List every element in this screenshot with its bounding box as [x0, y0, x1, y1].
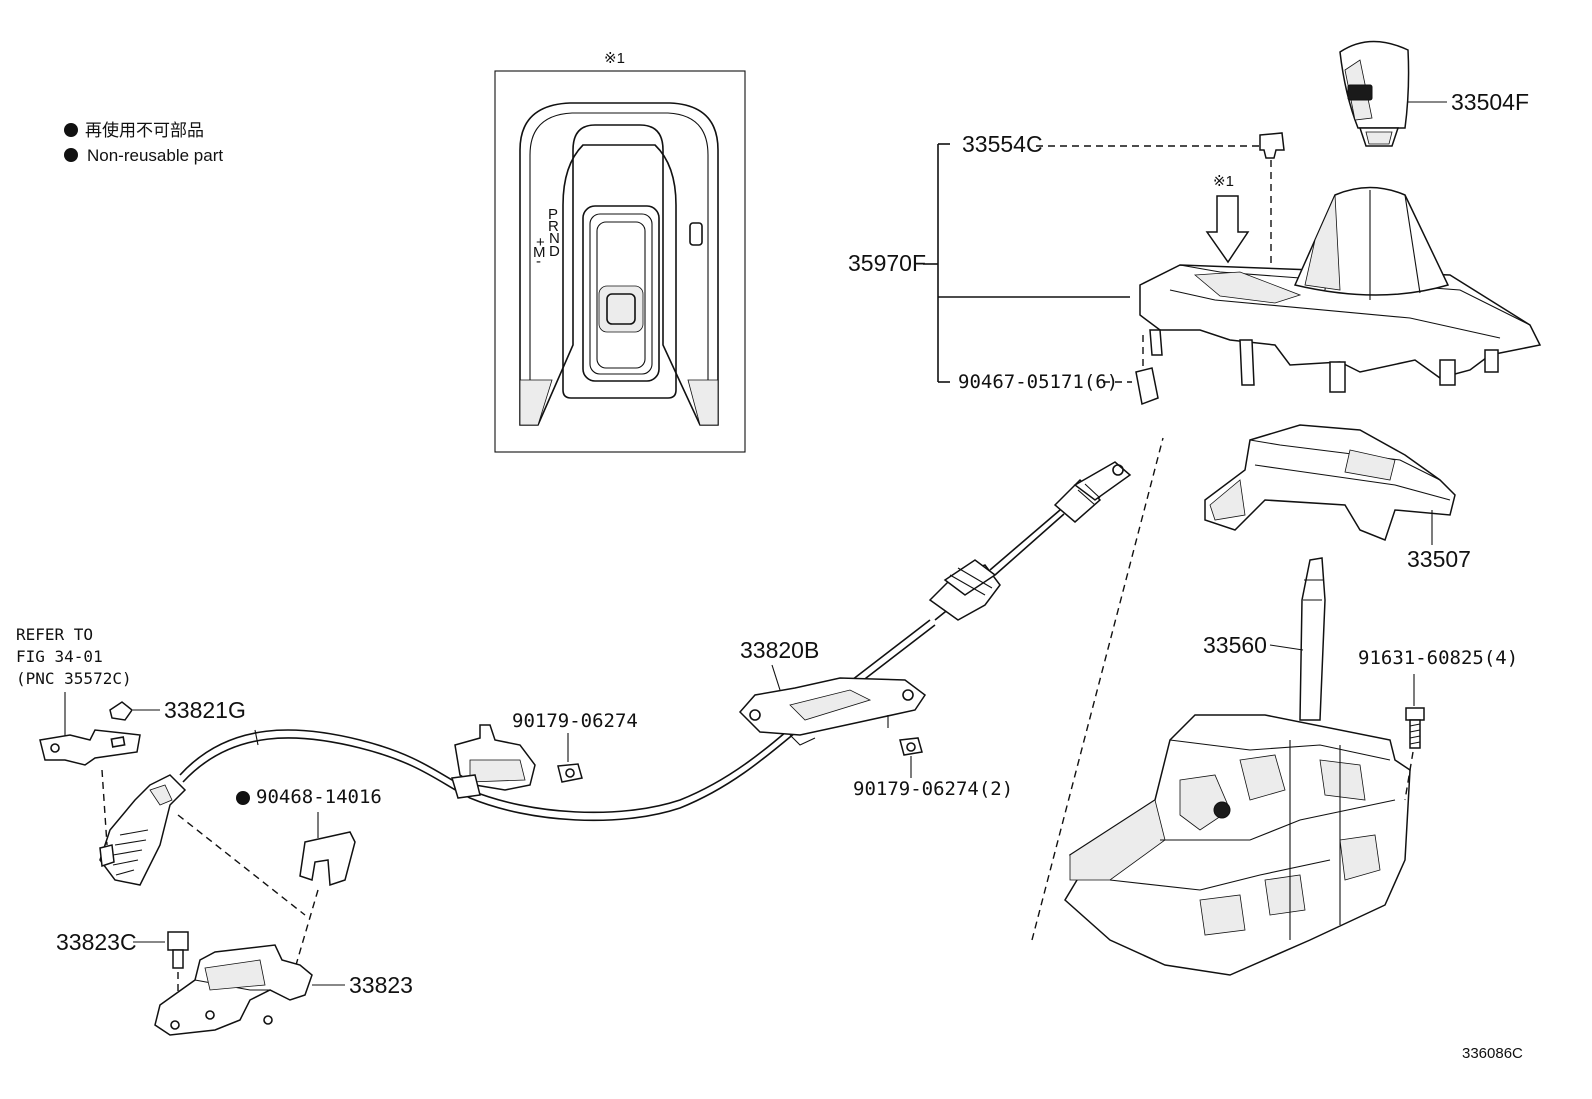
bolt-91631: 91631-60825(4): [1358, 647, 1518, 801]
shift-gate-mid: [589, 213, 653, 375]
clip-33554C: [1259, 132, 1285, 159]
legend-jp: 再使用不可部品: [85, 120, 204, 140]
manual-minus: -: [536, 253, 541, 270]
console-bezel: [519, 102, 719, 426]
non-reusable-dot-icon: [64, 123, 78, 137]
inset-marker: ※1: [604, 50, 625, 67]
label-33820B: 33820B: [740, 637, 819, 663]
console-panel-35970F: [1139, 186, 1542, 393]
nut-90179-b: 90179-06274(2): [853, 737, 1013, 800]
console-bezel-inner: [529, 112, 709, 418]
console-bezel-shade: [687, 379, 719, 426]
shift-gate-frame: [562, 144, 677, 399]
label-90179b: 90179-06274(2): [853, 778, 1013, 800]
clip-90468: 90468-14016: [177, 786, 382, 966]
label-group-35970F: 33554C 35970F 90467-05171(6): [848, 131, 1262, 393]
refer-line1: REFER TO: [16, 625, 93, 644]
cable-33820B: 33820B: [99, 461, 1132, 886]
label-91631: 91631-60825(4): [1358, 647, 1518, 669]
non-reusable-dot-icon: [236, 791, 250, 805]
label-33823C: 33823C: [56, 929, 137, 955]
shift-gate-outer: [582, 205, 660, 382]
refer-line3: (PNC 35572C): [16, 669, 132, 688]
label-35970F: 35970F: [848, 250, 926, 276]
label-90467: 90467-05171(6): [958, 371, 1118, 393]
figure-id: 336086C: [1462, 1045, 1523, 1062]
manual-plus: +: [536, 234, 545, 251]
clip-33821G: 33821G: [109, 697, 246, 723]
inset-view: ※1 P R N D + M -: [494, 50, 746, 453]
label-33504F: 33504F: [1451, 89, 1529, 115]
console-bezel-shade-left: [519, 379, 553, 426]
bracket-33823: 33823: [154, 944, 413, 1036]
label-33821G: 33821G: [164, 697, 246, 723]
shift-knob: 33504F: [1339, 40, 1529, 147]
manual-m: M: [533, 244, 546, 261]
gear-letter-r: R: [548, 218, 559, 235]
inset-frame: [494, 70, 746, 453]
label-90468: 90468-14016: [256, 786, 382, 808]
nut-90179-a: 90179-06274: [512, 710, 638, 783]
bolt-33823C: 33823C: [56, 929, 189, 1015]
label-33823: 33823: [349, 972, 413, 998]
gear-letter-d: D: [549, 243, 560, 260]
shift-gate-inner: [596, 221, 646, 369]
shift-lever-boot: [598, 285, 644, 333]
label-33560: 33560: [1203, 632, 1267, 658]
gear-letter-p: P: [548, 206, 558, 223]
label-33554C: 33554C: [962, 131, 1043, 157]
refer-line2: FIG 34-01: [16, 647, 103, 666]
view-arrow: ※1: [1205, 173, 1250, 264]
label-33507: 33507: [1407, 546, 1471, 572]
arrow-marker: ※1: [1213, 173, 1234, 190]
non-reusable-dot-icon: [64, 148, 78, 162]
gear-letter-n: N: [549, 230, 560, 247]
bracket-33507: 33507: [1204, 424, 1471, 572]
legend: 再使用不可部品 Non-reusable part: [64, 120, 223, 165]
label-90179a: 90179-06274: [512, 710, 638, 732]
shift-lever-assy-33560: 33560: [1064, 557, 1411, 976]
console-switch: [689, 222, 703, 246]
refer-note: REFER TO FIG 34-01 (PNC 35572C): [16, 625, 141, 846]
legend-en: Non-reusable part: [87, 146, 223, 165]
shift-lever-base: [606, 293, 636, 325]
clip-90467: [1135, 367, 1159, 406]
